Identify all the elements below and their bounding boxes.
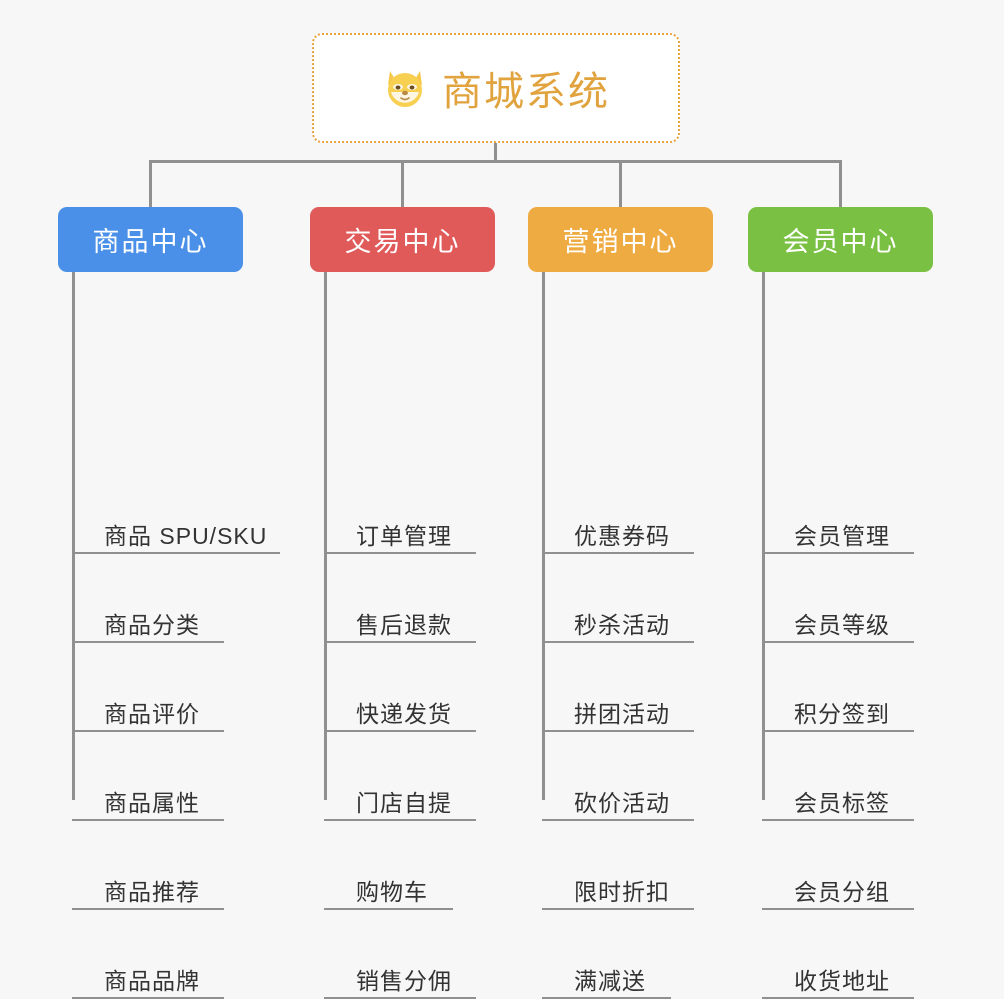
- leaf-item[interactable]: 门店自提: [324, 775, 476, 821]
- leaf-label: 商品 SPU/SKU: [104, 522, 268, 549]
- leaf-label: 满减送: [574, 967, 646, 994]
- leaf-label: 会员管理: [794, 522, 890, 549]
- shiba-dog-face-icon: [382, 65, 428, 111]
- leaf-item[interactable]: 会员等级: [762, 597, 914, 643]
- root-stem-connector: [494, 143, 497, 163]
- leaf-item[interactable]: 快递发货: [324, 686, 476, 732]
- leaf-item[interactable]: 优惠券码: [542, 508, 694, 554]
- branch-header-1[interactable]: 商品中心: [58, 207, 243, 272]
- leaf-item[interactable]: 收货地址: [762, 953, 914, 999]
- root-node[interactable]: 商城系统: [312, 33, 680, 143]
- leaf-label: 商品品牌: [104, 967, 200, 994]
- leaf-item[interactable]: 销售分佣: [324, 953, 476, 999]
- leaf-item[interactable]: 拼团活动: [542, 686, 694, 732]
- leaf-item[interactable]: 售后退款: [324, 597, 476, 643]
- branch-header-label-3: 营销中心: [562, 227, 679, 257]
- branch-header-4[interactable]: 会员中心: [748, 207, 933, 272]
- leaf-item[interactable]: 订单管理: [324, 508, 476, 554]
- mindmap-canvas: 商城系统 商品中心 商品 SPU/SKU 商品分类 商品评价 商品属性 商品推荐…: [58, 33, 933, 999]
- branch-spine-4: [762, 272, 765, 800]
- branch-spine-1: [72, 272, 75, 800]
- leaf-item[interactable]: 会员标签: [762, 775, 914, 821]
- leaf-item[interactable]: 商品品牌: [72, 953, 224, 999]
- leaf-item[interactable]: 商品 SPU/SKU: [72, 508, 280, 554]
- leaf-item[interactable]: 商品属性: [72, 775, 224, 821]
- branch-drop-connector-1: [149, 160, 152, 207]
- leaf-label: 优惠券码: [574, 522, 670, 549]
- leaf-item[interactable]: 秒杀活动: [542, 597, 694, 643]
- branch-header-label-2: 交易中心: [344, 227, 461, 257]
- leaf-item[interactable]: 砍价活动: [542, 775, 694, 821]
- leaf-label: 会员等级: [794, 611, 890, 638]
- leaf-item[interactable]: 会员管理: [762, 508, 914, 554]
- leaf-item[interactable]: 商品推荐: [72, 864, 224, 910]
- leaf-label: 商品评价: [104, 700, 200, 727]
- leaf-label: 商品属性: [104, 789, 200, 816]
- leaf-item[interactable]: 商品评价: [72, 686, 224, 732]
- branch-bus-connector: [150, 160, 841, 163]
- leaf-label: 门店自提: [356, 789, 452, 816]
- branch-drop-connector-4: [839, 160, 842, 207]
- leaf-label: 会员标签: [794, 789, 890, 816]
- leaf-label: 收货地址: [794, 967, 890, 994]
- branch-header-label-4: 会员中心: [782, 227, 899, 257]
- leaf-label: 秒杀活动: [574, 611, 670, 638]
- leaf-label: 订单管理: [356, 522, 452, 549]
- leaf-item[interactable]: 满减送: [542, 953, 671, 999]
- branch-header-label-1: 商品中心: [92, 227, 209, 257]
- leaf-item[interactable]: 商品分类: [72, 597, 224, 643]
- leaf-item[interactable]: 积分签到: [762, 686, 914, 732]
- leaf-item[interactable]: 限时折扣: [542, 864, 694, 910]
- branch-drop-connector-3: [619, 160, 622, 207]
- leaf-label: 会员分组: [794, 878, 890, 905]
- leaf-label: 销售分佣: [356, 967, 452, 994]
- leaf-item[interactable]: 购物车: [324, 864, 453, 910]
- branch-header-2[interactable]: 交易中心: [310, 207, 495, 272]
- leaf-label: 快递发货: [356, 700, 452, 727]
- leaf-label: 砍价活动: [574, 789, 670, 816]
- leaf-label: 商品分类: [104, 611, 200, 638]
- branch-drop-connector-2: [401, 160, 404, 207]
- leaf-label: 积分签到: [794, 700, 890, 727]
- branch-header-3[interactable]: 营销中心: [528, 207, 713, 272]
- branch-spine-3: [542, 272, 545, 800]
- leaf-label: 购物车: [356, 878, 428, 905]
- leaf-label: 拼团活动: [574, 700, 670, 727]
- leaf-label: 售后退款: [356, 611, 452, 638]
- leaf-label: 商品推荐: [104, 878, 200, 905]
- leaf-item[interactable]: 会员分组: [762, 864, 914, 910]
- branch-spine-2: [324, 272, 327, 800]
- root-title: 商城系统: [442, 70, 610, 114]
- leaf-label: 限时折扣: [574, 878, 670, 905]
